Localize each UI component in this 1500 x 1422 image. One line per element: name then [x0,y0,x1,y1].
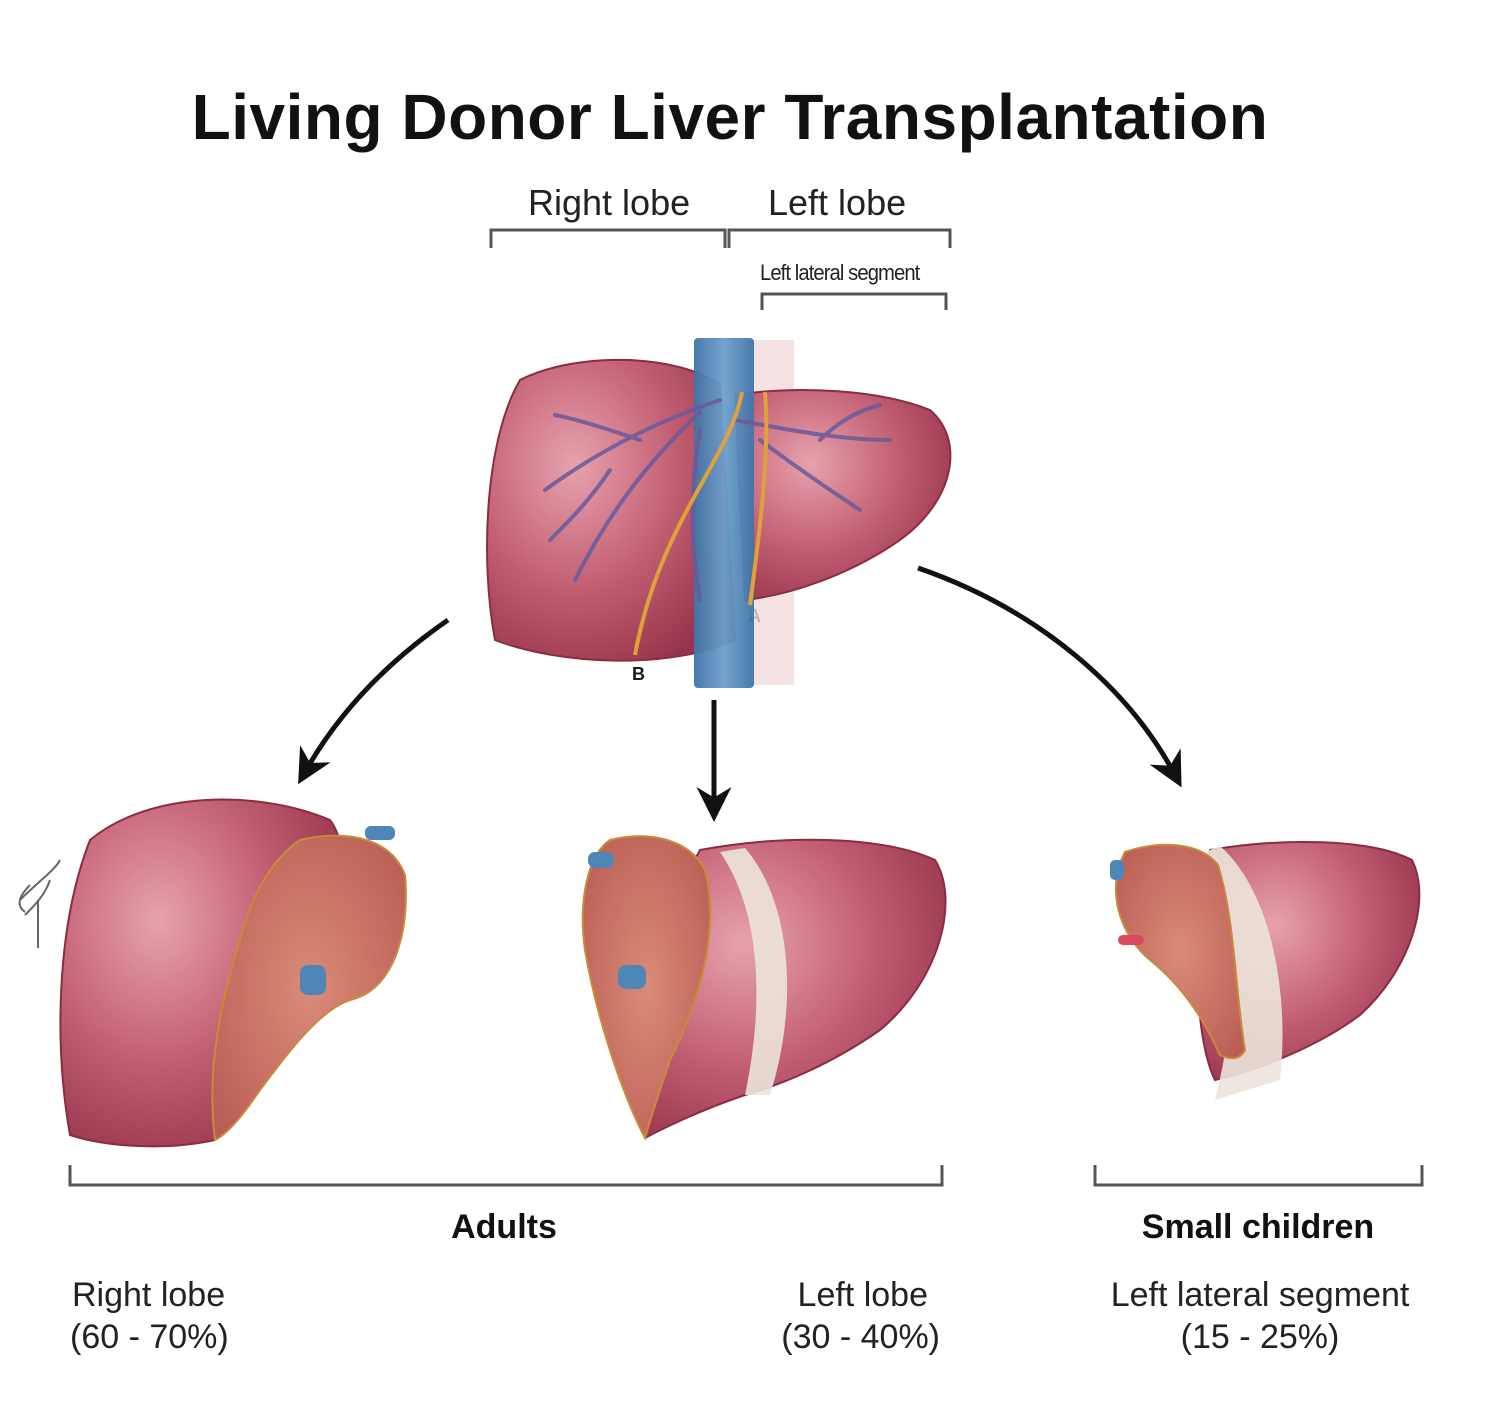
bracket-right-lobe [489,228,727,248]
vessel-stub-2 [300,965,326,995]
header-left-lobe: Left lobe [768,182,907,223]
arrow-to-left-lateral-segment [917,565,1182,788]
graft-left-lateral-segment-name: Left lateral segment [1110,1276,1410,1314]
vessel-stub-4 [618,965,646,989]
bracket-small-children [1093,1165,1424,1187]
arrows [298,565,1182,822]
left-lobe-cut-surface [581,835,712,1141]
group-adults: Adults [451,1208,557,1246]
vessel-stub-3 [588,852,614,868]
resection-line-b [633,391,744,656]
arrow-to-right-lobe [298,617,450,785]
liver-left-part [733,389,952,602]
graft-left-lobe-name: Left lobe [797,1276,928,1314]
page-title: Living Donor Liver Transplantation [191,81,1269,153]
bracket-left-lobe [727,228,952,248]
scissors-glyph [18,859,61,948]
resection-line-a [748,391,769,606]
graft-left-lobe-percent: (30 - 40%) [781,1318,940,1356]
vessel-stub-1 [365,826,395,840]
graft-right-lobe-illustration [18,798,407,1148]
group-small-children: Small children [1141,1208,1375,1246]
whole-liver [486,338,952,688]
bracket-left-lateral-segment [760,292,948,310]
graft-left-lobe-illustration [581,835,947,1141]
inferior-vena-cava [694,338,754,688]
hepatic-veins [543,398,892,602]
vessel-stub-5 [1110,860,1124,880]
graft-right-lobe-name: Right lobe [72,1276,226,1314]
left-lobe-ligament [720,848,788,1095]
lls-cut-surface [1114,843,1247,1060]
marker-b: B [632,664,645,684]
resection-lines [633,391,769,656]
top-brackets [489,228,952,310]
bottom-brackets [68,1165,1424,1187]
liver-right-part [486,358,737,662]
header-left-lateral-segment: Left lateral segment [760,260,920,285]
graft-left-lateral-segment-illustration [1110,841,1421,1100]
graft-right-lobe-percent: (60 - 70%) [70,1318,229,1356]
graft-left-lateral-segment-percent: (15 - 25%) [1180,1318,1340,1356]
bracket-adults [68,1165,944,1187]
vessel-stub-6 [1118,935,1144,945]
lls-ligament [1205,846,1283,1100]
header-right-lobe: Right lobe [528,182,691,223]
